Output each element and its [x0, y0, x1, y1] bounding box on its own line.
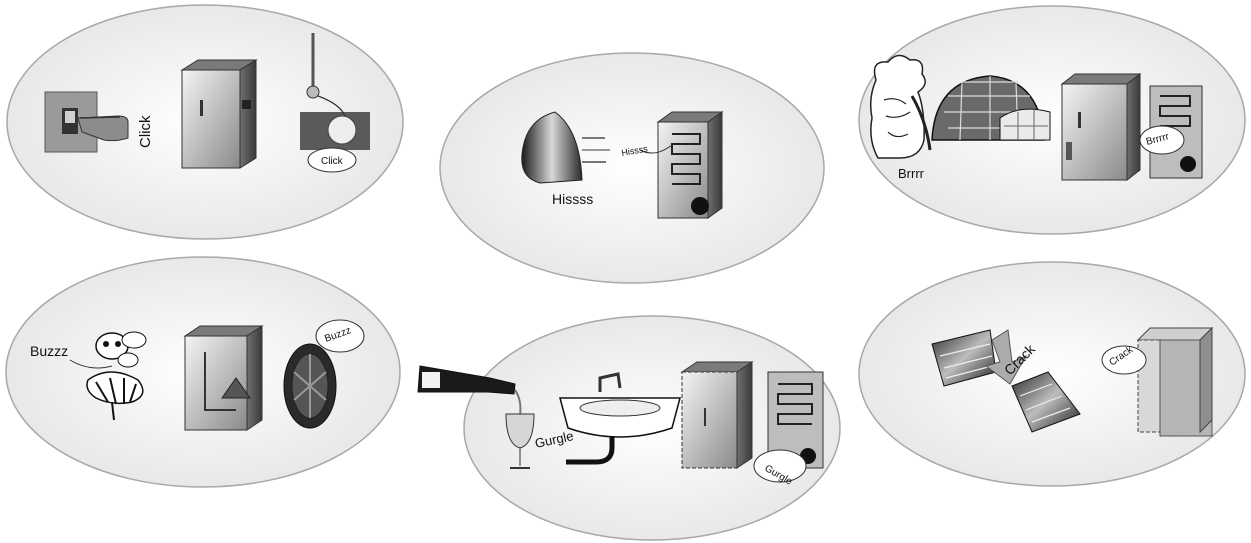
- speech-bubble: Crack: [1101, 344, 1147, 375]
- bee-icon: [86, 331, 147, 421]
- speech-bubble: Click: [307, 147, 357, 173]
- steam-iron-icon: [521, 111, 610, 184]
- panel-ellipse: [439, 52, 825, 284]
- freezer-icon: [1136, 326, 1214, 437]
- panel-crack: Crack Crack: [858, 261, 1246, 487]
- cracked-ice-icon: [1011, 371, 1081, 433]
- panel-gurgle: Gurgle Gurgle: [417, 315, 841, 541]
- fridge-hiss-label: Hissss: [621, 143, 649, 158]
- fan-icon: [283, 343, 337, 429]
- iron-sound-label: Hissss: [552, 191, 593, 207]
- fridge-icon: [180, 59, 258, 169]
- fridge-box-icon: [183, 325, 264, 431]
- thermostat-sound-label: Click: [321, 156, 344, 167]
- wine-glass-icon: [505, 413, 535, 469]
- panel-ellipse: [858, 5, 1246, 235]
- fridge-back-coils-icon: [767, 371, 824, 469]
- speech-bubble: Gurgle: [753, 449, 807, 488]
- switch-sound-label: Click: [137, 115, 154, 148]
- fridge-icon: [1060, 72, 1142, 182]
- speech-bubble: Buzzz: [315, 319, 365, 353]
- thermostat-icon: [300, 33, 370, 150]
- cold-sound-label: Brrrr: [898, 166, 925, 181]
- wine-bottle-icon: [417, 365, 522, 417]
- igloo-icon: [931, 75, 1051, 141]
- panel-hiss: Hissss Hissss: [439, 52, 825, 284]
- arrow-icon: [984, 329, 1028, 385]
- fridge-icon: [680, 361, 754, 469]
- pointing-hand-icon: [77, 115, 129, 142]
- shivering-figure-icon: [869, 54, 932, 159]
- speech-bubble: Brrrrr: [1139, 125, 1185, 155]
- fridge-back-coils-icon: [656, 111, 724, 219]
- bee-sound-label: Buzzz: [30, 343, 68, 359]
- sink-icon: [559, 372, 681, 465]
- panel-brrr: Brrrr Brrrrr: [858, 5, 1246, 235]
- panel-click: Click Click: [6, 4, 404, 240]
- panel-buzz: Buzzz Buzzz: [5, 256, 401, 488]
